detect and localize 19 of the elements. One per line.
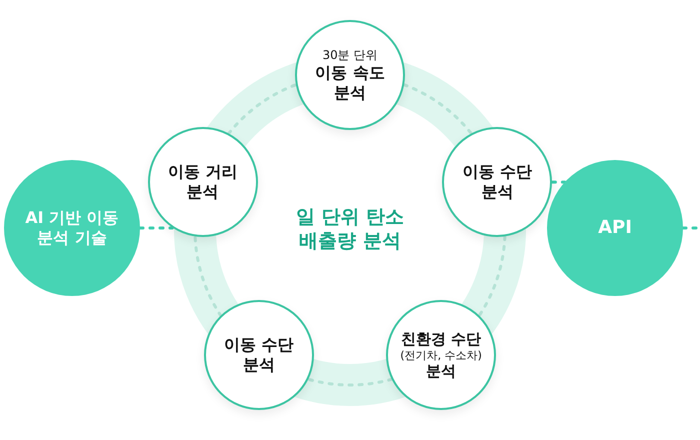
dotted-connector <box>402 83 473 136</box>
dotted-connector <box>227 83 298 136</box>
node-label: 이동 수단 분석 <box>462 162 534 202</box>
dotted-connector <box>138 226 174 230</box>
node-label: (전기차, 수소차) <box>400 348 482 362</box>
node-label: 이동 수단 분석 <box>223 335 295 376</box>
dotted-connector <box>550 180 566 184</box>
dotted-connector <box>478 235 506 318</box>
node-label: AI 기반 이동 분석 기술 <box>24 208 120 248</box>
node-label: API <box>598 216 632 240</box>
node-label: 이동 속도 분석 <box>314 62 386 102</box>
node-label: 친환경 수단 <box>400 330 482 349</box>
node-label: 30분 단위 <box>322 48 378 62</box>
node-label: 이동 거리 분석 <box>166 162 238 202</box>
node-label: 분석 <box>426 362 456 382</box>
node-label: 일 단위 탄소 배출량 분석 <box>294 206 406 254</box>
dotted-connector <box>682 226 700 230</box>
dotted-connector <box>306 378 394 386</box>
dotted-connector <box>194 235 222 318</box>
